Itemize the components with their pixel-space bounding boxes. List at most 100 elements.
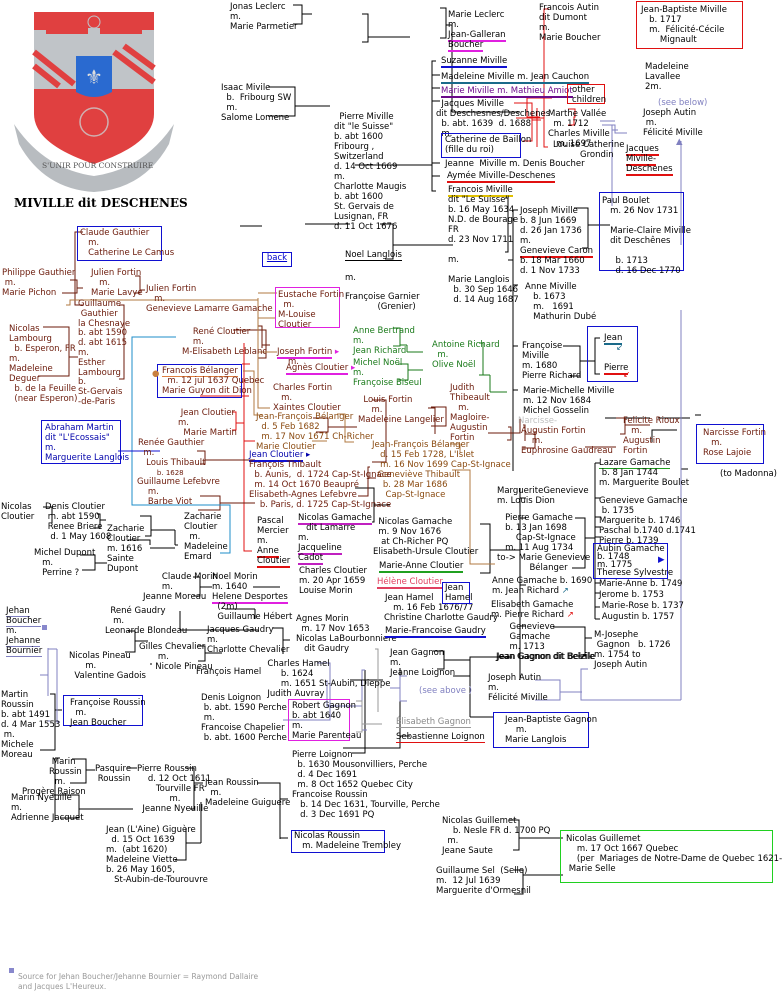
person-claude-morin: Claude Morin m.Jeanne Moreau: [143, 572, 218, 602]
coat-of-arms: ⚜ S'UNIR POUR CONSTRUIRE: [4, 4, 184, 194]
link-sebastienne-loignon[interactable]: Sebastienne Loignon: [396, 732, 485, 743]
person-pierre-loignon: Pierre Loignon b. 1630 Mousonvilliers, P…: [292, 750, 440, 820]
box-abraham-martin: [41, 420, 121, 464]
person-gilles-chevalier: Gilles Chevalier m. Nicole Pineau: [139, 642, 213, 672]
person-denis-cloutier: Denis Cloutier m. abt 1590 Renee Briere …: [45, 502, 112, 542]
narcisse-label: Narcisse-: [518, 416, 558, 426]
back-link[interactable]: back: [266, 253, 288, 263]
see-above-link[interactable]: (see above ): [419, 686, 472, 696]
person-charles-fortin: Charles Fortin m.Xaintes Cloutier: [273, 383, 341, 413]
box-jean-pierre: [587, 326, 638, 382]
box-francoise-roussin: [63, 695, 143, 726]
expand-arrow-icon[interactable]: ▶: [658, 555, 665, 565]
link-marie-miville[interactable]: Marie Miville m. Mathieu Amiot: [441, 86, 573, 98]
person-noel-langlois: Noel Langlois: [345, 250, 402, 261]
box-jean-baptiste-miville: [636, 1, 743, 49]
link-jean[interactable]: Jean: [604, 333, 623, 345]
box-francois-belanger: [157, 364, 242, 398]
box-robert-gagnon: [288, 699, 350, 741]
link-marie-anne-cloutier[interactable]: Marie-Anne Cloutier: [379, 561, 464, 573]
link-jean-cloutier[interactable]: Jean Cloutier ▸: [249, 450, 311, 462]
box-narcisse-fortin: [696, 424, 764, 464]
person-joseph-autin: Joseph Autin m.Félicité Miville: [643, 108, 703, 138]
person-christine-gaudry: Christine Charlotte Gaudry: [384, 613, 498, 623]
person-jean-gagnon-dit-belzile: Jean Gagnon dit Belzile: [497, 652, 596, 662]
person-claude-gauthier: Claude Gauthier m. Catherine Le Camus: [80, 228, 175, 258]
person-michel-dupont: Michel Dupont m. Perrine ?: [34, 548, 96, 578]
person-rene-gaudry: René Gaudry m.Leonarde Blondeau: [105, 606, 188, 636]
person-philippe-gauthier: Philippe Gauthier m.Marie Pichon: [2, 268, 76, 298]
person-jean-hamel: Jean Hamel m. 16 Feb 1676/77: [385, 593, 474, 613]
link-agnes-cloutier[interactable]: Agnès Cloutier ▸: [286, 363, 356, 375]
person-nicolas-gamache: Nicolas Gamache m. 9 Nov 1676 at Ch-Rich…: [373, 517, 479, 557]
link-suzanne-miville[interactable]: Suzanne Miville: [441, 56, 508, 68]
back-link-box: back: [262, 252, 292, 267]
box-jb-gagnon: [493, 712, 589, 748]
person-jean-roussin: Jean Roussin m.Madeleine Guiguere: [205, 778, 291, 808]
link-jean-galleran[interactable]: Jean-Galleran: [448, 30, 506, 42]
person-nicolas-guillemet: Nicolas Guillemet m. 17 Oct 1667 Quebec …: [566, 834, 783, 874]
link-boucher[interactable]: Boucher: [448, 40, 484, 52]
link-pierre[interactable]: Pierre: [604, 363, 629, 375]
person-jf-belanger-2: Jean-François Bélanger d. 15 Feb 1728, L…: [372, 440, 511, 500]
person-pierre-gamache: Pierre Gamache b. 13 Jan 1698 Cap-St-Ign…: [497, 513, 591, 573]
person-francois-thibault: François Thibault b. Aunis, d. 1724 Cap-…: [249, 460, 392, 510]
person-jeanne-miville: Jeanne Miville m. Denis Boucher: [445, 159, 585, 169]
person-marin-roussin: Marin Roussin m.Progère Raison: [22, 757, 86, 797]
person-pasquire-roussin: Pasquire Roussin: [95, 764, 132, 784]
see-below-link[interactable]: (see below): [658, 98, 708, 108]
person-julien-fortin: Julien Fortin m.Genevieve Lamarre Gamach…: [146, 284, 273, 314]
person-paul-boulet: Paul Boulet m. 26 Nov 1731 Marie-Claire …: [602, 196, 691, 276]
marriage-marker: m.: [288, 357, 299, 367]
link-to-madonna[interactable]: (to Madonna): [720, 469, 777, 479]
person-rene-cloutier: René Cloutier m.M-Elisabeth Leblanc: [182, 327, 268, 357]
person-charles-hamel: Charles Hamel b. 1624 m. 1651 St-Aubin, …: [267, 659, 391, 699]
person-antoine-richard: Antoine Richard m.Olive Noël: [432, 340, 500, 370]
link-marie-francoise-gaudry[interactable]: Marie-Francoise Gaudry: [385, 626, 486, 638]
page-title: MIVILLE dit DESCHENES: [14, 196, 188, 210]
box-nicolas-guillemet: [560, 830, 773, 883]
person-marie-langlois: Marie Langlois b. 30 Sep 1646 d. 14 Aug …: [448, 275, 519, 305]
link-helene-cloutier[interactable]: Hélène Cloutier: [377, 577, 443, 589]
person-jb-gagnon: Jean-Baptiste Gagnon m.Marie Langlois: [505, 715, 598, 745]
person-nicolas-roussin: Nicolas Roussin m. Madeleine Trembley: [294, 831, 402, 851]
link-joseph-fortin[interactable]: Joseph Fortin ▸: [277, 347, 340, 359]
person-narcisse-fortin: Narcisse Fortin m.Rose Lajoie: [703, 428, 767, 458]
link-madeleine-miville[interactable]: Madeleine Miville m. Jean Cauchon: [441, 72, 590, 84]
crest-motto: S'UNIR POUR CONSTRUIRE: [42, 161, 154, 170]
link-aymee-miville[interactable]: Aymée Miville-Deschenes: [447, 171, 556, 183]
link-elisabeth-gagnon[interactable]: Élisabeth Gagnon: [396, 717, 471, 728]
